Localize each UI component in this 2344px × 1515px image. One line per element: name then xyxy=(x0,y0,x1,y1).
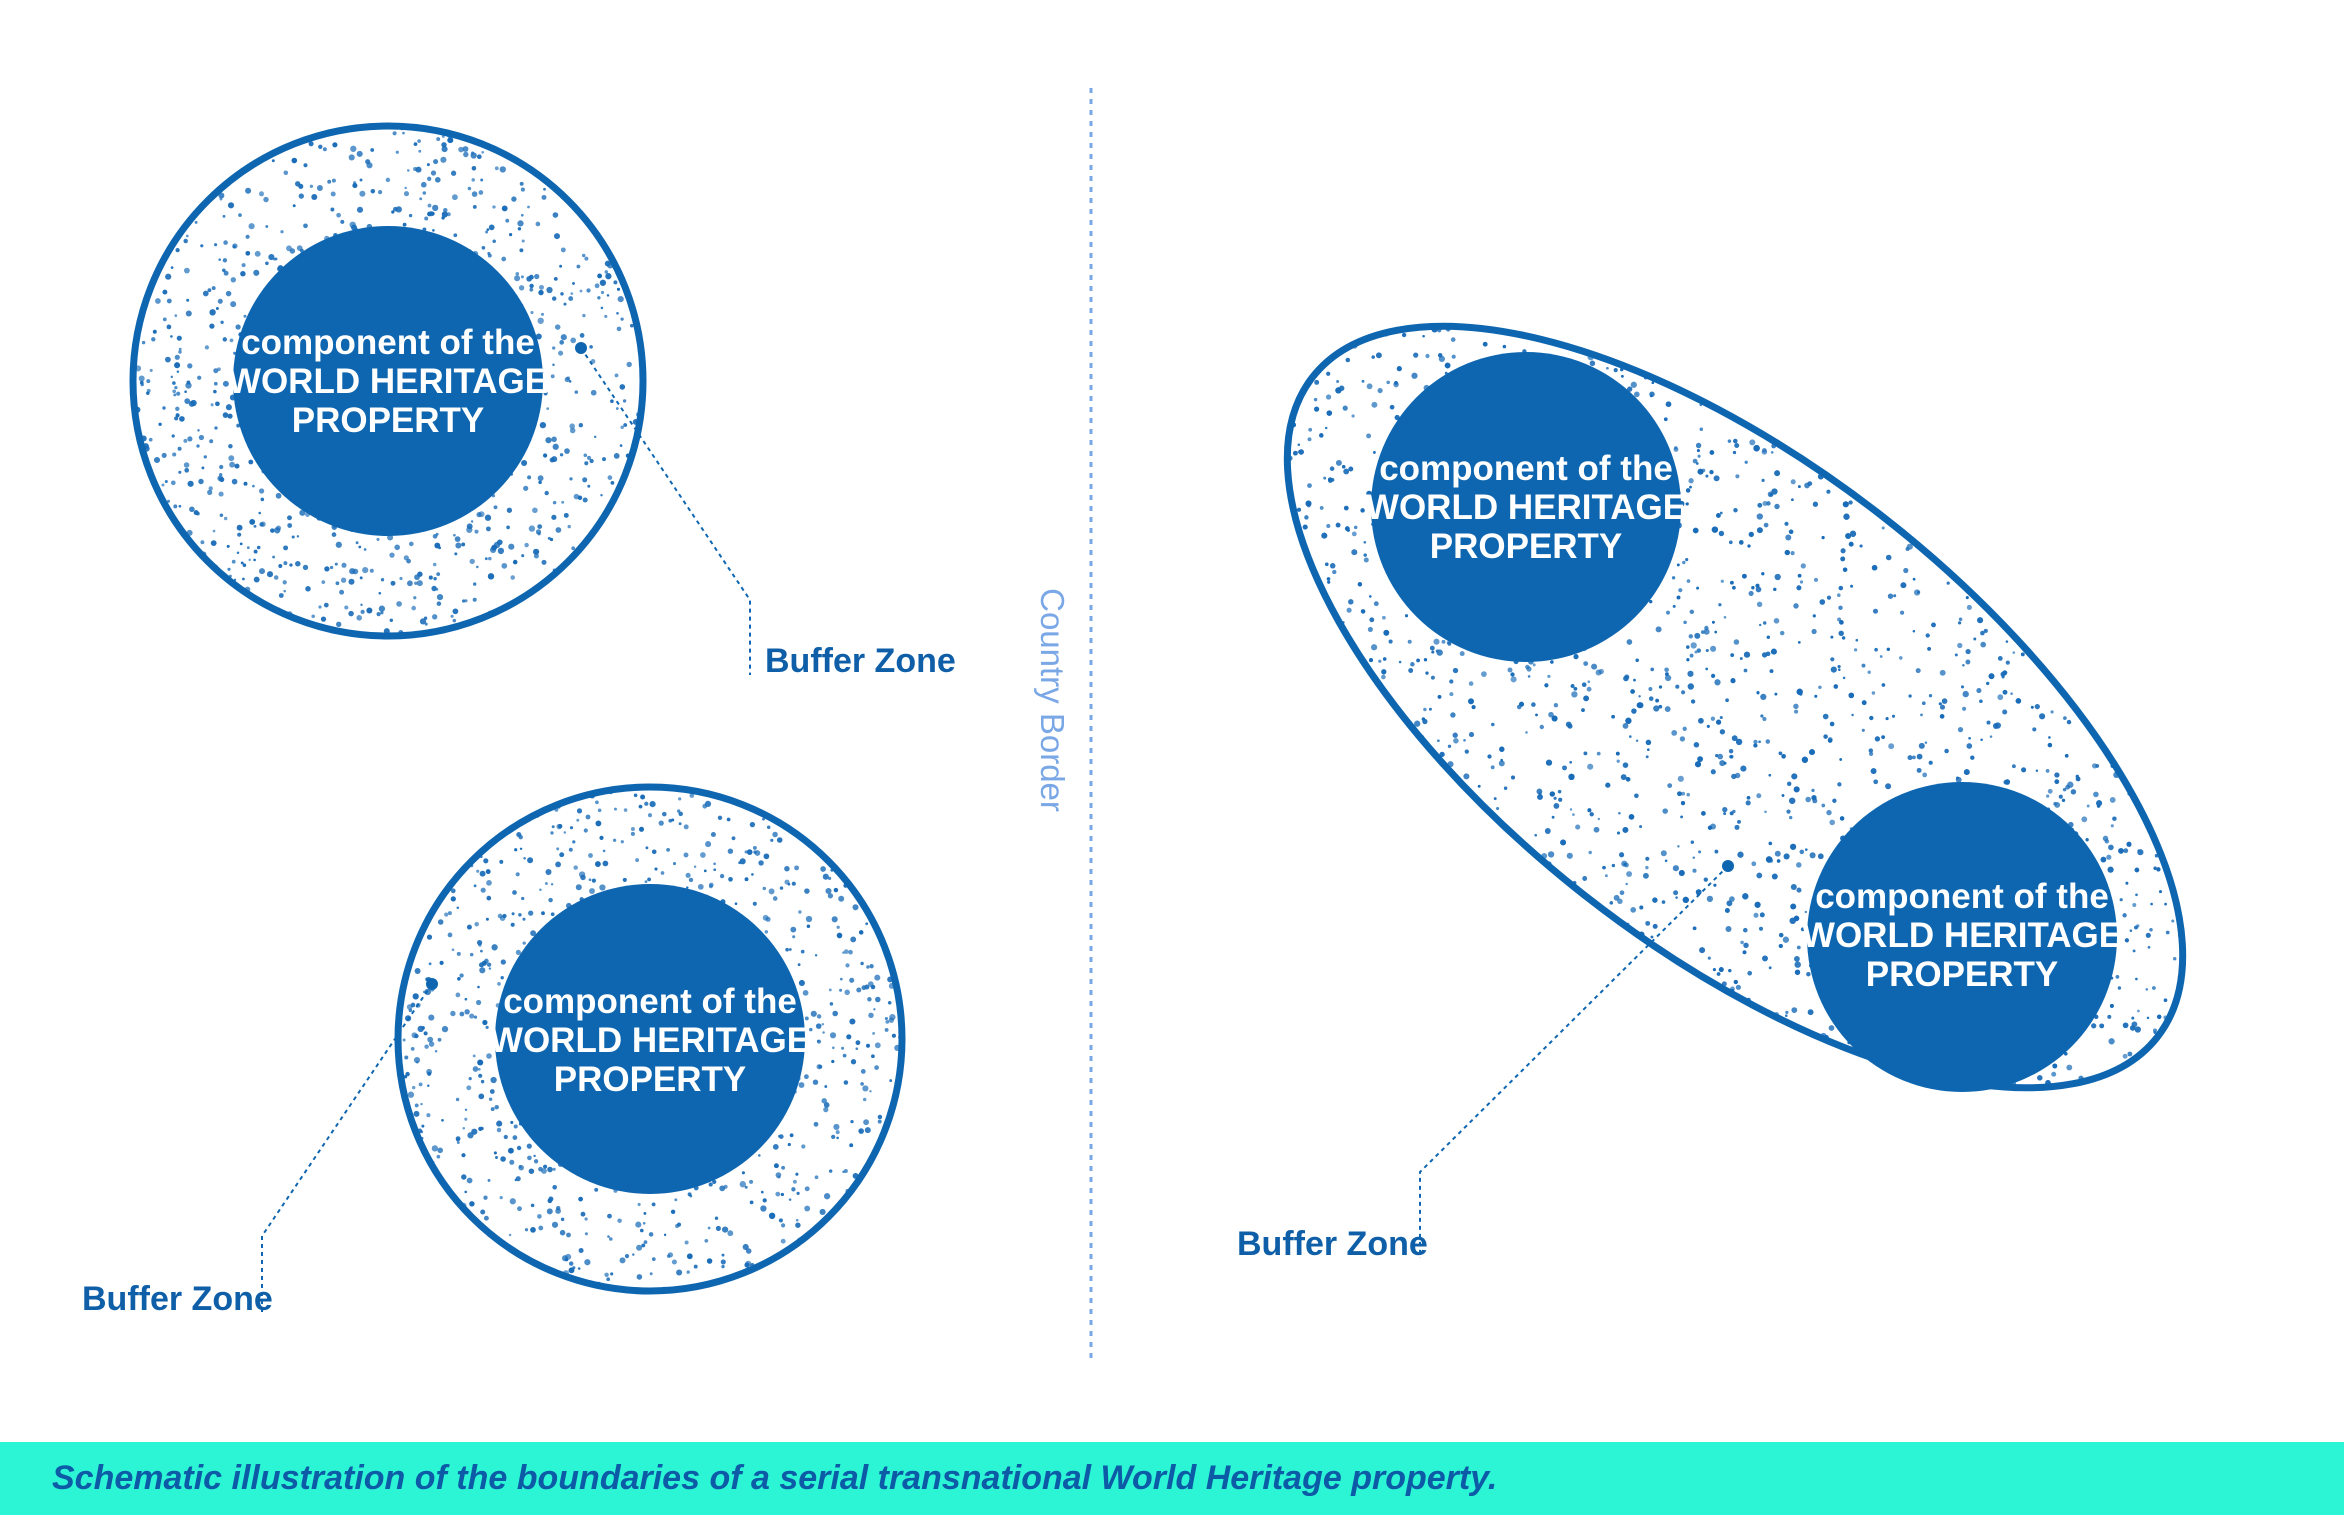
core-label-line-1: component of the xyxy=(503,982,797,1021)
buffer-zone-label-top-left: Buffer Zone xyxy=(765,642,956,680)
buffer-zone-leader-right xyxy=(1419,860,1734,1258)
core-label-line-3: PROPERTY xyxy=(1866,955,2059,994)
core-label-line-2: WORLD HERITAGE xyxy=(228,362,548,401)
core-label-line-1: component of the xyxy=(1815,877,2109,916)
buffer-zone-label-bottom-left: Buffer Zone xyxy=(82,1280,273,1318)
buffer-zone-shared-right xyxy=(1283,322,2187,1092)
core-label-line-2: WORLD HERITAGE xyxy=(490,1021,810,1060)
buffer-zone-label-right: Buffer Zone xyxy=(1237,1225,1428,1263)
core-label-line-3: PROPERTY xyxy=(554,1060,747,1099)
core-label-line-2: WORLD HERITAGE xyxy=(1802,916,2122,955)
core-label-line-2: WORLD HERITAGE xyxy=(1366,488,1686,527)
country-border-label: Country Border xyxy=(1034,588,1071,812)
caption-text: Schematic illustration of the boundaries… xyxy=(52,1459,1498,1497)
caption-bar: Schematic illustration of the boundaries… xyxy=(0,1442,2344,1515)
core-label-line-3: PROPERTY xyxy=(292,401,485,440)
diagram-svg: Country Border component of the WORLD HE… xyxy=(82,88,2187,1362)
heritage-component-top-left: component of the WORLD HERITAGE PROPERTY xyxy=(228,226,548,536)
heritage-component-right-lower: component of the WORLD HERITAGE PROPERTY xyxy=(1802,782,2122,1092)
core-label-line-3: PROPERTY xyxy=(1430,527,1623,566)
heritage-component-right-upper: component of the WORLD HERITAGE PROPERTY xyxy=(1366,352,1686,662)
core-label-line-1: component of the xyxy=(241,323,535,362)
buffer-zone-leader-bottom-left xyxy=(261,978,438,1312)
buffer-zone-leader-top-left xyxy=(575,342,751,675)
heritage-component-bottom-left: component of the WORLD HERITAGE PROPERTY xyxy=(490,884,810,1194)
core-label-line-1: component of the xyxy=(1379,449,1673,488)
